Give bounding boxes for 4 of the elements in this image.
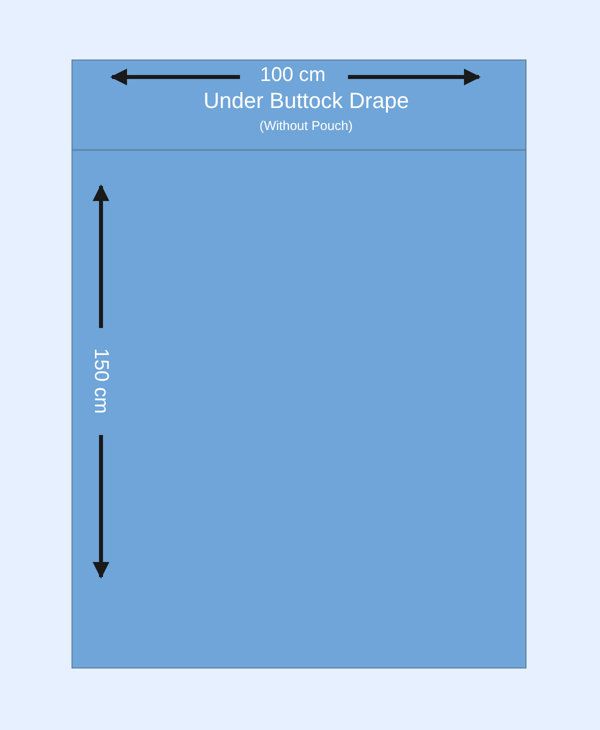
dimension-label: 150 cm: [90, 348, 111, 414]
drape-subtitle: (Without Pouch): [260, 118, 353, 132]
dimension-label: 100 cm: [260, 65, 326, 85]
drape-title: Under Buttock Drape: [204, 90, 409, 112]
